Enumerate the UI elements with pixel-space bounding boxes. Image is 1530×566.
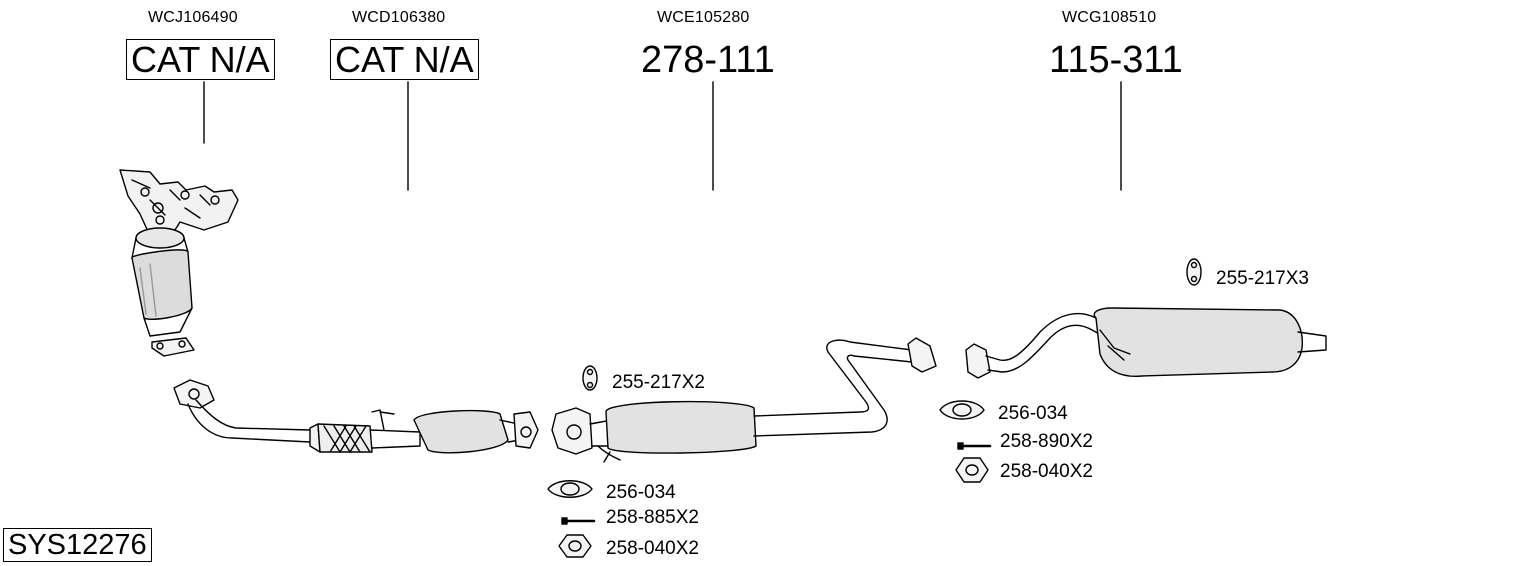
bolt-icon-rear: [957, 442, 992, 450]
part-number-front-cat: CAT N/A: [330, 39, 479, 80]
front-catalyst-part: [173, 379, 539, 454]
part-number-manifold-cat: CAT N/A: [126, 39, 275, 80]
gasket-icon-mid: [547, 480, 593, 498]
rear-silencer-part: [965, 307, 1327, 379]
manifold-catalyst-part: [119, 169, 239, 357]
part-number-rear-silencer: 115-311: [1049, 39, 1183, 81]
label-nut-mid: 258-040X2: [606, 538, 699, 559]
label-gasket-mid: 256-034: [606, 482, 676, 503]
nut-icon-rear: [955, 457, 989, 483]
system-id-box: SYS12276: [3, 528, 152, 562]
label-hanger-rear: 255-217X3: [1216, 268, 1309, 289]
label-nut-rear: 258-040X2: [1000, 461, 1093, 482]
part-number-middle-pipe: 278-111: [641, 39, 775, 81]
gasket-icon-rear: [939, 400, 985, 420]
middle-pipe-part: [551, 337, 937, 463]
hanger-icon-mid: [582, 365, 598, 391]
ref-code-wcd106380: WCD106380: [352, 9, 446, 26]
label-bolt-mid: 258-885X2: [606, 507, 699, 528]
ref-code-wcj106490: WCJ106490: [148, 9, 238, 26]
hanger-icon-rear: [1186, 258, 1202, 286]
label-bolt-rear: 258-890X2: [1000, 431, 1093, 452]
label-gasket-rear: 256-034: [998, 403, 1068, 424]
label-hanger-mid: 255-217X2: [612, 372, 705, 393]
ref-code-wcg108510: WCG108510: [1062, 9, 1157, 26]
nut-icon-mid: [558, 534, 592, 558]
bolt-icon-mid: [561, 517, 596, 525]
ref-code-wce105280: WCE105280: [657, 9, 750, 26]
